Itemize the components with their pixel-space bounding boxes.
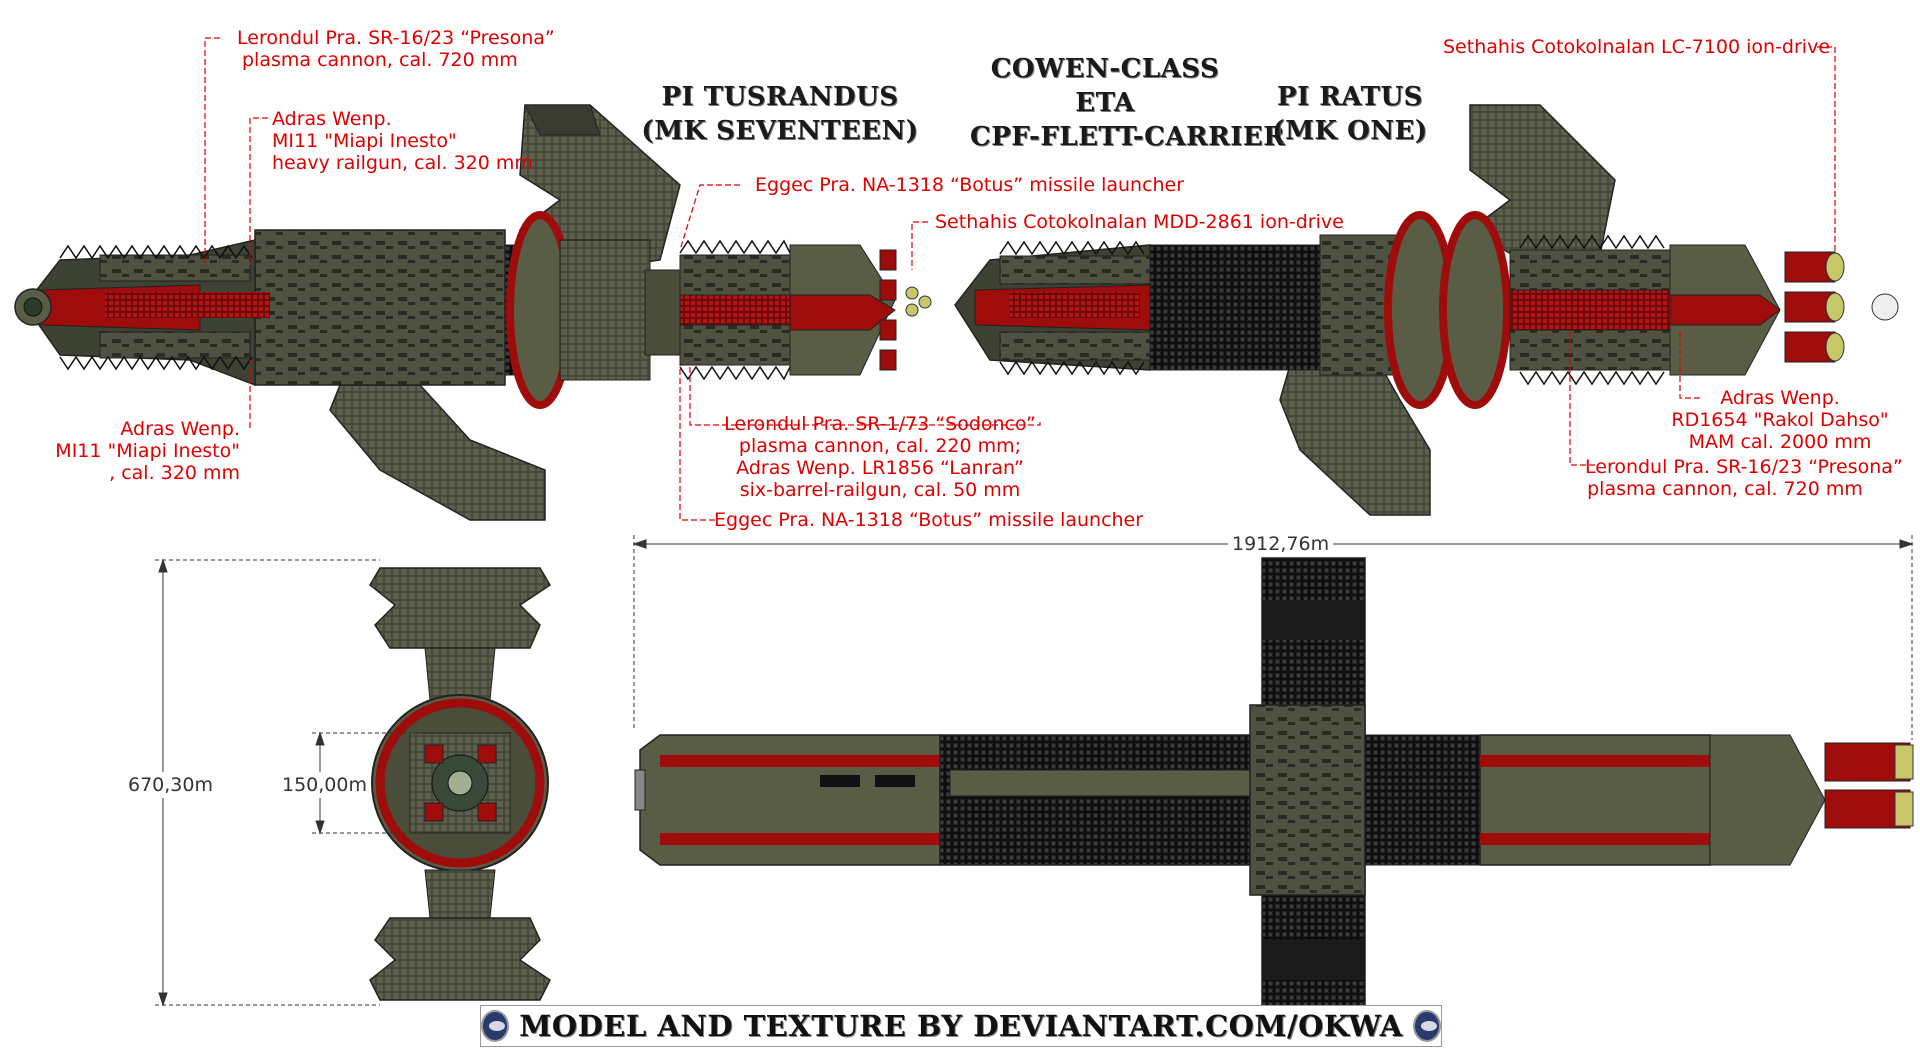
label-rakol-dahso: Adras Wenp. RD1654 "Rakol Dahso" MAM cal… (1660, 387, 1900, 453)
label-line: plasma cannon, cal. 220 mm; (738, 435, 1022, 457)
label-lc-ion-drive: Sethahis Cotokolnalan LC-7100 ion-drive (1443, 36, 1830, 58)
label-left-heavy-railgun: Adras Wenp. MI11 "Miapi Inesto" heavy ra… (272, 108, 533, 174)
label-line: RD1654 "Rakol Dahso" (1671, 409, 1889, 431)
title-right-line2: (MK ONE) (1272, 116, 1428, 146)
credit-banner: MODEL AND TEXTURE BY DEVIANTART.COM/OKWA (480, 1005, 1442, 1047)
label-line: heavy railgun, cal. 320 mm (272, 152, 533, 174)
title-left: PI TUSRANDUS (MK SEVENTEEN) (640, 80, 920, 148)
label-line: plasma cannon, cal. 720 mm (1587, 478, 1863, 500)
label-line: Sethahis Cotokolnalan MDD-2861 ion-drive (935, 211, 1344, 233)
dimension-length-label: 1912,76m (1228, 533, 1334, 555)
label-left-plasma-cannon: Lerondul Pra. SR-16/23 “Presona” plasma … (237, 27, 555, 71)
label-line: Eggec Pra. NA-1318 “Botus” missile launc… (714, 509, 1144, 531)
label-line: , cal. 320 mm (109, 462, 240, 484)
title-center-line3: CPF-FLETT-CARRIER (970, 122, 1286, 152)
side-view-drawing (634, 557, 1914, 1029)
label-line: Adras Wenp. (1720, 387, 1840, 409)
label-sodonco-cannon: Lerondul Pra. SR-1/73 “Sodonco” plasma c… (720, 413, 1040, 501)
label-left-railgun-lower: Adras Wenp. MI11 "Miapi Inesto" , cal. 3… (20, 418, 240, 484)
ship-left-drawing (14, 104, 932, 521)
dimension-diameter-label: 150,00m (282, 772, 367, 798)
leader-lines (204, 37, 1836, 521)
ship-right-drawing (954, 104, 1899, 516)
label-line: MAM cal. 2000 mm (1688, 431, 1872, 453)
title-right-line1: PI RATUS (1277, 82, 1423, 112)
label-line: Lerondul Pra. SR-16/23 “Presona” (237, 27, 555, 49)
artist-logo-icon (481, 1010, 510, 1042)
label-missile-launcher-upper: Eggec Pra. NA-1318 “Botus” missile launc… (755, 174, 1184, 196)
credit-text: MODEL AND TEXTURE BY DEVIANTART.COM/OKWA (519, 1009, 1403, 1043)
title-right: PI RATUS (MK ONE) (1250, 80, 1450, 148)
label-line: Adras Wenp. (120, 418, 240, 440)
title-left-line1: PI TUSRANDUS (661, 82, 899, 112)
label-line: MI11 "Miapi Inesto" (272, 130, 457, 152)
label-mdd-ion-drive: Sethahis Cotokolnalan MDD-2861 ion-drive (935, 211, 1344, 233)
label-missile-launcher-lower: Eggec Pra. NA-1318 “Botus” missile launc… (714, 509, 1143, 531)
label-line: six-barrel-railgun, cal. 50 mm (739, 479, 1021, 501)
artist-logo-icon (1412, 1010, 1441, 1042)
title-center-line1: COWEN-CLASS (990, 54, 1220, 84)
label-line: Lerondul Pra. SR-16/23 “Presona” (1585, 456, 1903, 478)
dimension-height-label: 670,30m (128, 772, 213, 798)
label-line: Eggec Pra. NA-1318 “Botus” missile launc… (755, 174, 1185, 196)
label-line: Adras Wenp. (272, 108, 392, 130)
front-view-drawing (369, 567, 552, 1001)
label-line: Adras Wenp. LR1856 “Lanran” (736, 457, 1024, 479)
label-line: MI11 "Miapi Inesto" (55, 440, 240, 462)
title-left-line2: (MK SEVENTEEN) (641, 116, 919, 146)
title-center-line2: ETA (1075, 88, 1135, 118)
label-right-plasma-cannon: Lerondul Pra. SR-16/23 “Presona” plasma … (1585, 456, 1903, 500)
label-line: plasma cannon, cal. 720 mm (242, 49, 518, 71)
label-line: Lerondul Pra. SR-1/73 “Sodonco” (724, 413, 1036, 435)
label-line: Sethahis Cotokolnalan LC-7100 ion-drive (1443, 36, 1831, 58)
title-center: COWEN-CLASS ETA CPF-FLETT-CARRIER (970, 52, 1286, 154)
